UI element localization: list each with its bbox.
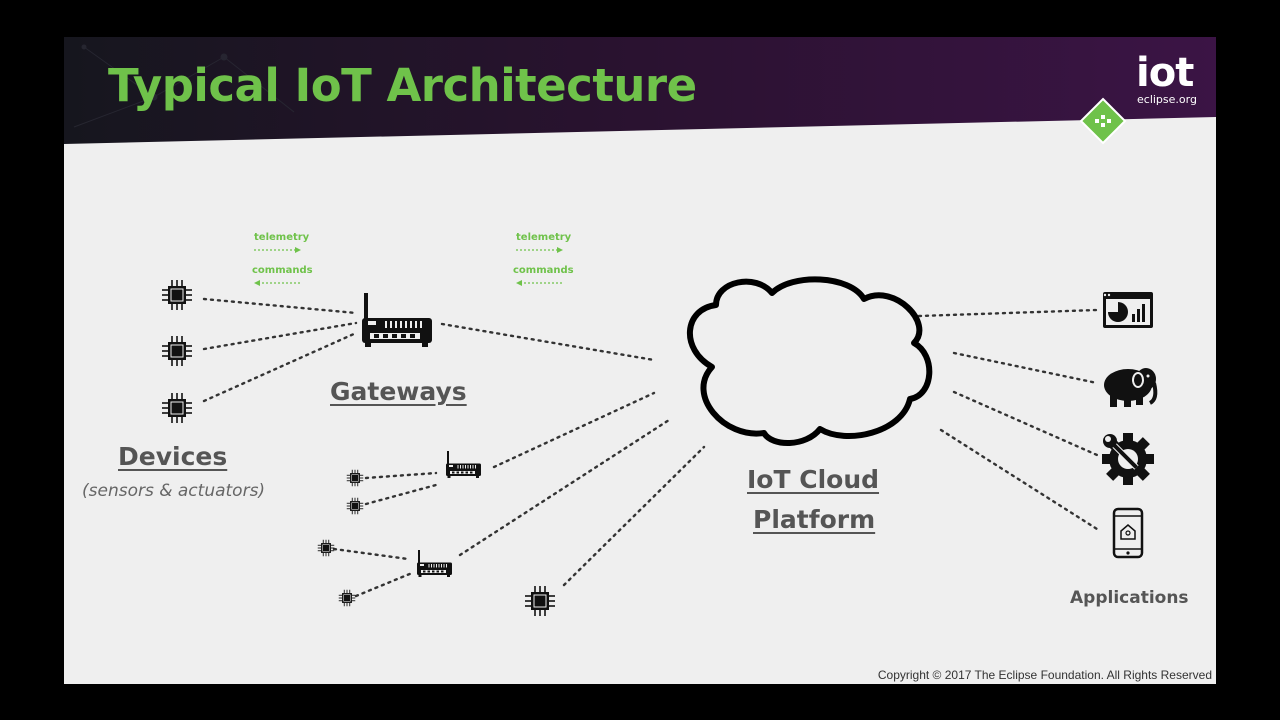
chip-icon bbox=[346, 497, 364, 515]
iot-logo: iot bbox=[1136, 50, 1194, 96]
chip-icon bbox=[317, 539, 335, 557]
flow-arrows-2 bbox=[516, 247, 563, 286]
chip-icon bbox=[161, 279, 193, 311]
iot-logo-subtitle: eclipse.org bbox=[1137, 93, 1197, 106]
router-icon bbox=[416, 549, 453, 578]
devices-label: Devices bbox=[118, 442, 228, 471]
title-banner bbox=[64, 37, 1216, 145]
slide: Typical IoT Architecture iot eclipse.org bbox=[64, 37, 1216, 684]
cloud-label-line1: IoT Cloud bbox=[747, 465, 880, 494]
chip-icon bbox=[524, 585, 556, 617]
copyright-notice: Copyright © 2017 The Eclipse Foundation.… bbox=[877, 668, 1212, 682]
chip-icon bbox=[161, 392, 193, 424]
router-icon bbox=[361, 292, 433, 348]
devices-caption: (sensors & actuators) bbox=[82, 481, 266, 501]
router-icon bbox=[445, 450, 482, 479]
chip-icon bbox=[338, 589, 356, 607]
slide-title: Typical IoT Architecture bbox=[108, 59, 697, 112]
chip-icon bbox=[346, 469, 364, 487]
smartphone-icon bbox=[1112, 507, 1144, 559]
cloud-icon bbox=[686, 276, 933, 447]
gear-wrench-icon bbox=[1102, 433, 1154, 485]
dashboard-icon bbox=[1103, 292, 1153, 328]
commands-label: commands bbox=[252, 265, 313, 276]
flow-arrows-1 bbox=[254, 247, 301, 286]
cloud-label-line2: Platform bbox=[753, 505, 876, 534]
applications-label: Applications bbox=[1070, 588, 1189, 608]
telemetry-label: telemetry bbox=[254, 232, 310, 243]
eclipse-diamond-icon bbox=[1079, 97, 1127, 145]
elephant-icon bbox=[1104, 368, 1158, 407]
gateways-label: Gateways bbox=[330, 377, 467, 406]
commands-label: commands bbox=[513, 265, 574, 276]
architecture-diagram bbox=[161, 247, 1158, 617]
chip-icon bbox=[161, 335, 193, 367]
telemetry-label: telemetry bbox=[516, 232, 572, 243]
connectors bbox=[202, 297, 1099, 598]
